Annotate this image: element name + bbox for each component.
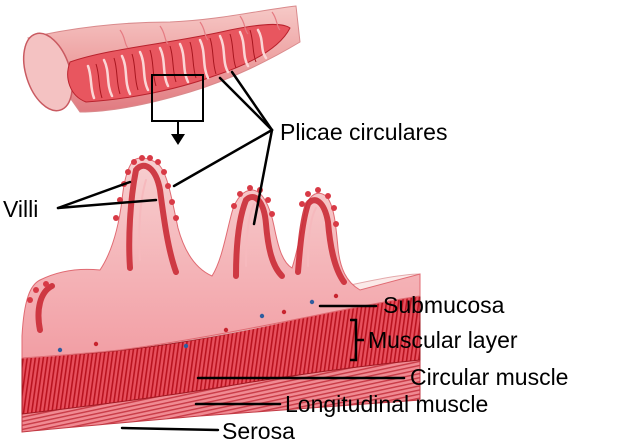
label-villi: Villi bbox=[3, 196, 39, 222]
label-longitudinal-muscle: Longitudinal muscle bbox=[285, 391, 489, 417]
label-plicae-circulares: Plicae circulares bbox=[280, 119, 448, 145]
label-circular-muscle: Circular muscle bbox=[410, 364, 569, 390]
label-serosa: Serosa bbox=[222, 418, 295, 444]
intestine-tube bbox=[22, 5, 301, 113]
label-submucosa: Submucosa bbox=[383, 292, 505, 318]
label-muscular-layer: Muscular layer bbox=[368, 327, 518, 353]
arrow-down-icon bbox=[171, 134, 185, 145]
intestinal-wall-section bbox=[21, 155, 421, 433]
leader-lines bbox=[56, 70, 406, 432]
